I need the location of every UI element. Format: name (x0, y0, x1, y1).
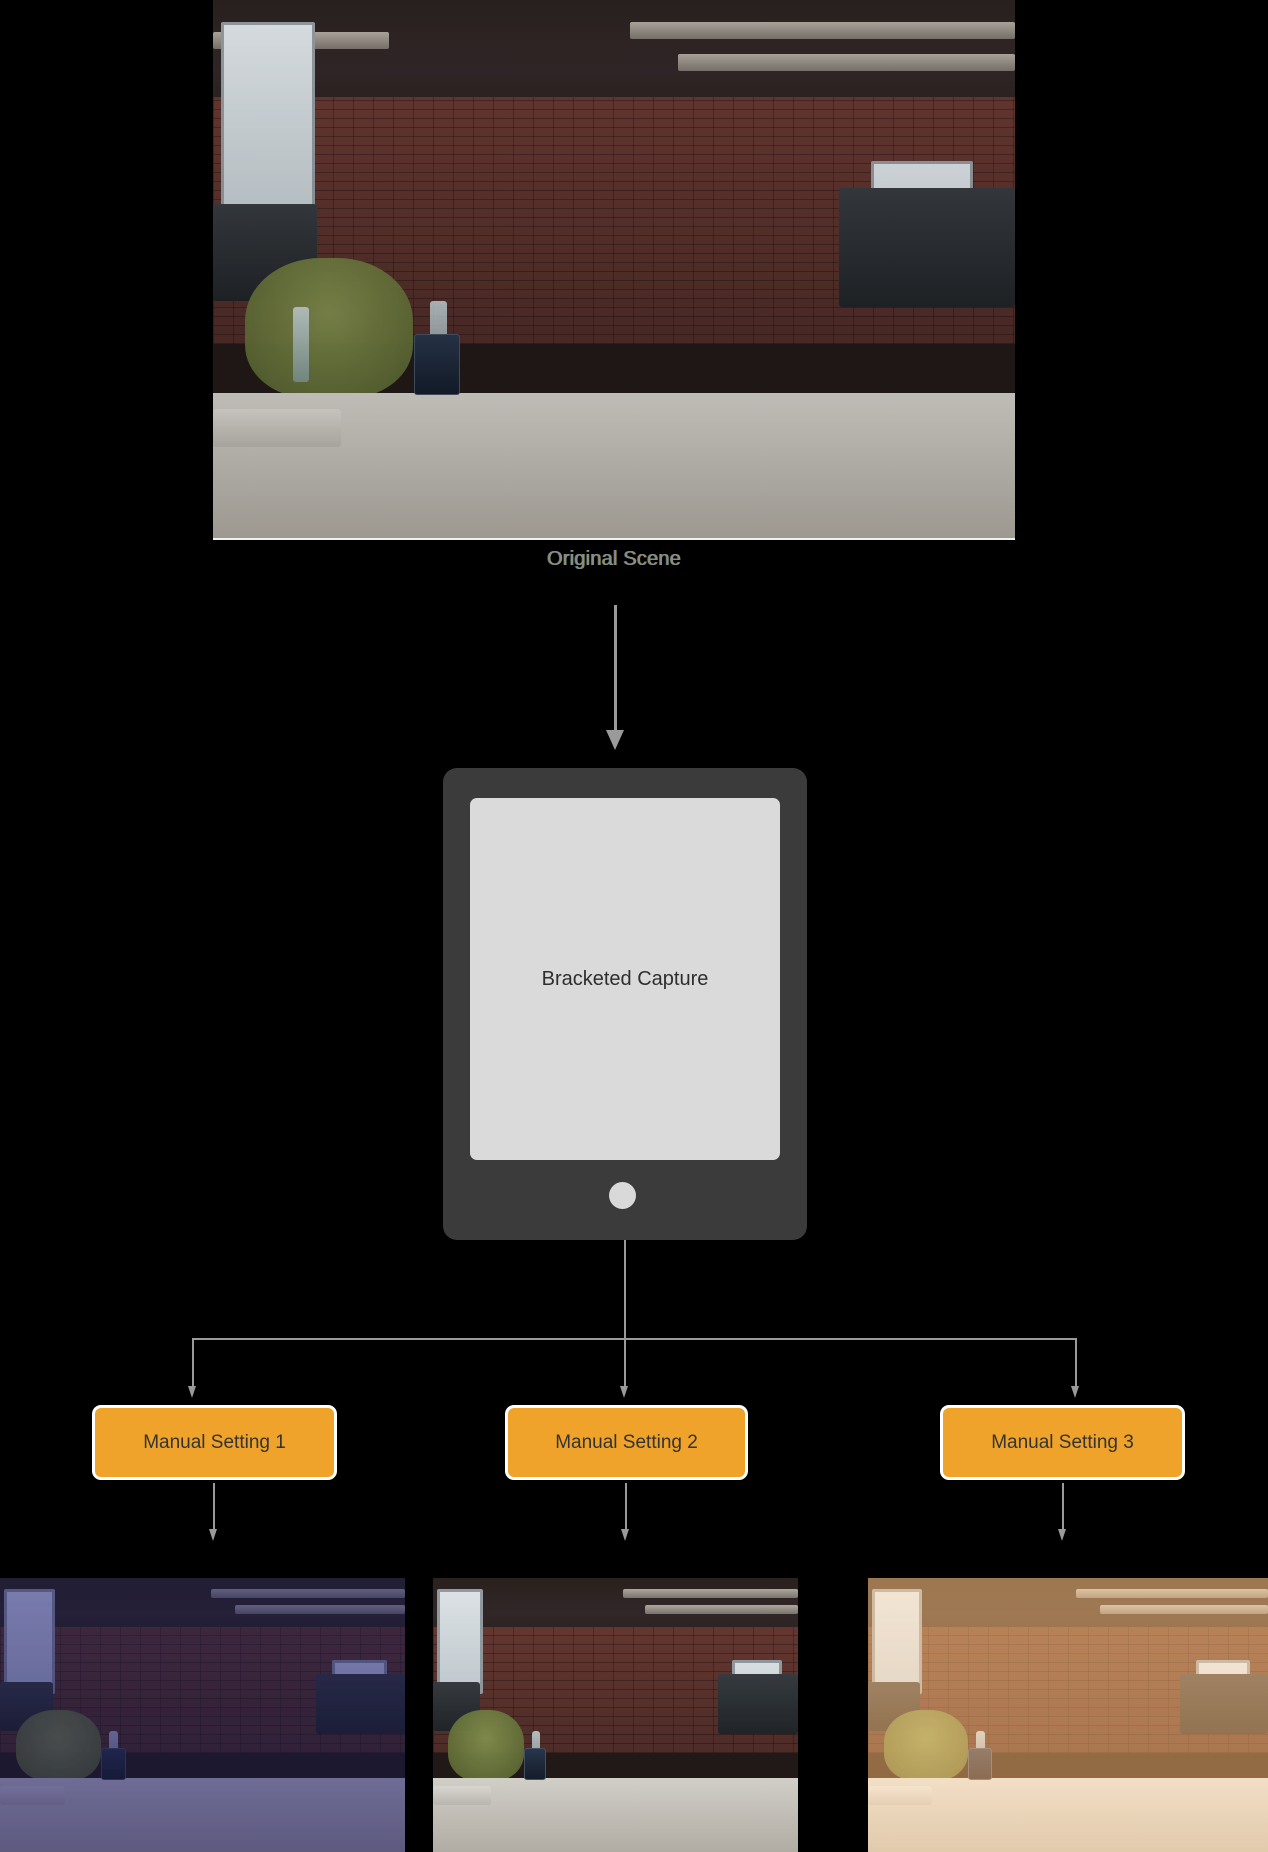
smartphone (101, 1747, 126, 1780)
arrow-branch-3-icon (1071, 1386, 1079, 1398)
desk-surface (868, 1778, 1268, 1852)
office-chair (16, 1709, 102, 1781)
connector-scene-to-device (614, 605, 617, 733)
connector-device-trunk (624, 1240, 626, 1339)
connector-setting-2-to-result (625, 1483, 627, 1531)
setting-button-3[interactable]: Manual Setting 3 (940, 1405, 1185, 1480)
office-scene (868, 1578, 1268, 1852)
arrow-branch-1-icon (188, 1386, 196, 1398)
office-scene (213, 0, 1015, 538)
setting-button-2[interactable]: Manual Setting 2 (505, 1405, 748, 1480)
desk-surface (213, 392, 1015, 538)
ceiling-duct (644, 1605, 798, 1615)
ceiling-duct (678, 53, 1015, 71)
water-bottle (293, 306, 310, 382)
connector-branch-2 (624, 1338, 626, 1388)
result-photo-2 (433, 1578, 798, 1852)
setting-button-1-label: Manual Setting 1 (143, 1431, 286, 1453)
keyboard (213, 408, 342, 447)
ceiling-duct (1100, 1605, 1268, 1615)
monitor (315, 1673, 405, 1735)
result-photo-1 (0, 1578, 405, 1852)
keyboard (868, 1786, 932, 1806)
office-scene (0, 1578, 405, 1852)
ceiling-duct (210, 1588, 405, 1598)
connector-setting-1-to-result (213, 1483, 215, 1531)
monitor (717, 1673, 798, 1735)
monitor (1180, 1673, 1268, 1735)
tablet-device[interactable]: Bracketed Capture (443, 768, 807, 1240)
ceiling-duct (234, 1605, 405, 1615)
original-photo-underline (213, 538, 1015, 540)
arrow-scene-to-device-icon (606, 730, 624, 750)
window (221, 21, 316, 222)
setting-button-2-label: Manual Setting 2 (555, 1431, 698, 1453)
desk-surface (433, 1778, 798, 1852)
connector-branch-3 (1075, 1338, 1077, 1388)
arrow-setting-2-icon (621, 1529, 629, 1541)
arrow-setting-3-icon (1058, 1529, 1066, 1541)
connector-branch-1 (192, 1338, 194, 1388)
ceiling-duct (622, 1588, 798, 1598)
home-button-icon[interactable] (609, 1182, 636, 1209)
arrow-branch-2-icon (620, 1386, 628, 1398)
smartphone (968, 1747, 992, 1780)
original-scene-photo (213, 0, 1015, 538)
arrow-setting-1-icon (209, 1529, 217, 1541)
keyboard (433, 1786, 492, 1806)
result-photo-3 (868, 1578, 1268, 1852)
tablet-screen[interactable]: Bracketed Capture (470, 798, 780, 1160)
connector-setting-3-to-result (1062, 1483, 1064, 1531)
setting-button-1[interactable]: Manual Setting 1 (92, 1405, 337, 1480)
connector-branch-bus (192, 1338, 1076, 1340)
office-scene (433, 1578, 798, 1852)
monitor (838, 188, 1015, 307)
tablet-screen-label: Bracketed Capture (541, 967, 709, 990)
keyboard (0, 1786, 65, 1806)
ceiling-duct (1076, 1588, 1268, 1598)
window (436, 1588, 483, 1694)
window (4, 1588, 55, 1694)
office-chair (245, 258, 414, 399)
ceiling-duct (630, 21, 1015, 39)
original-scene-label: Original Scene (547, 548, 681, 570)
smartphone (524, 1747, 547, 1780)
office-chair (884, 1709, 968, 1781)
smartphone (413, 333, 460, 395)
office-chair (447, 1709, 525, 1781)
window (872, 1588, 922, 1694)
setting-button-3-label: Manual Setting 3 (991, 1431, 1134, 1453)
